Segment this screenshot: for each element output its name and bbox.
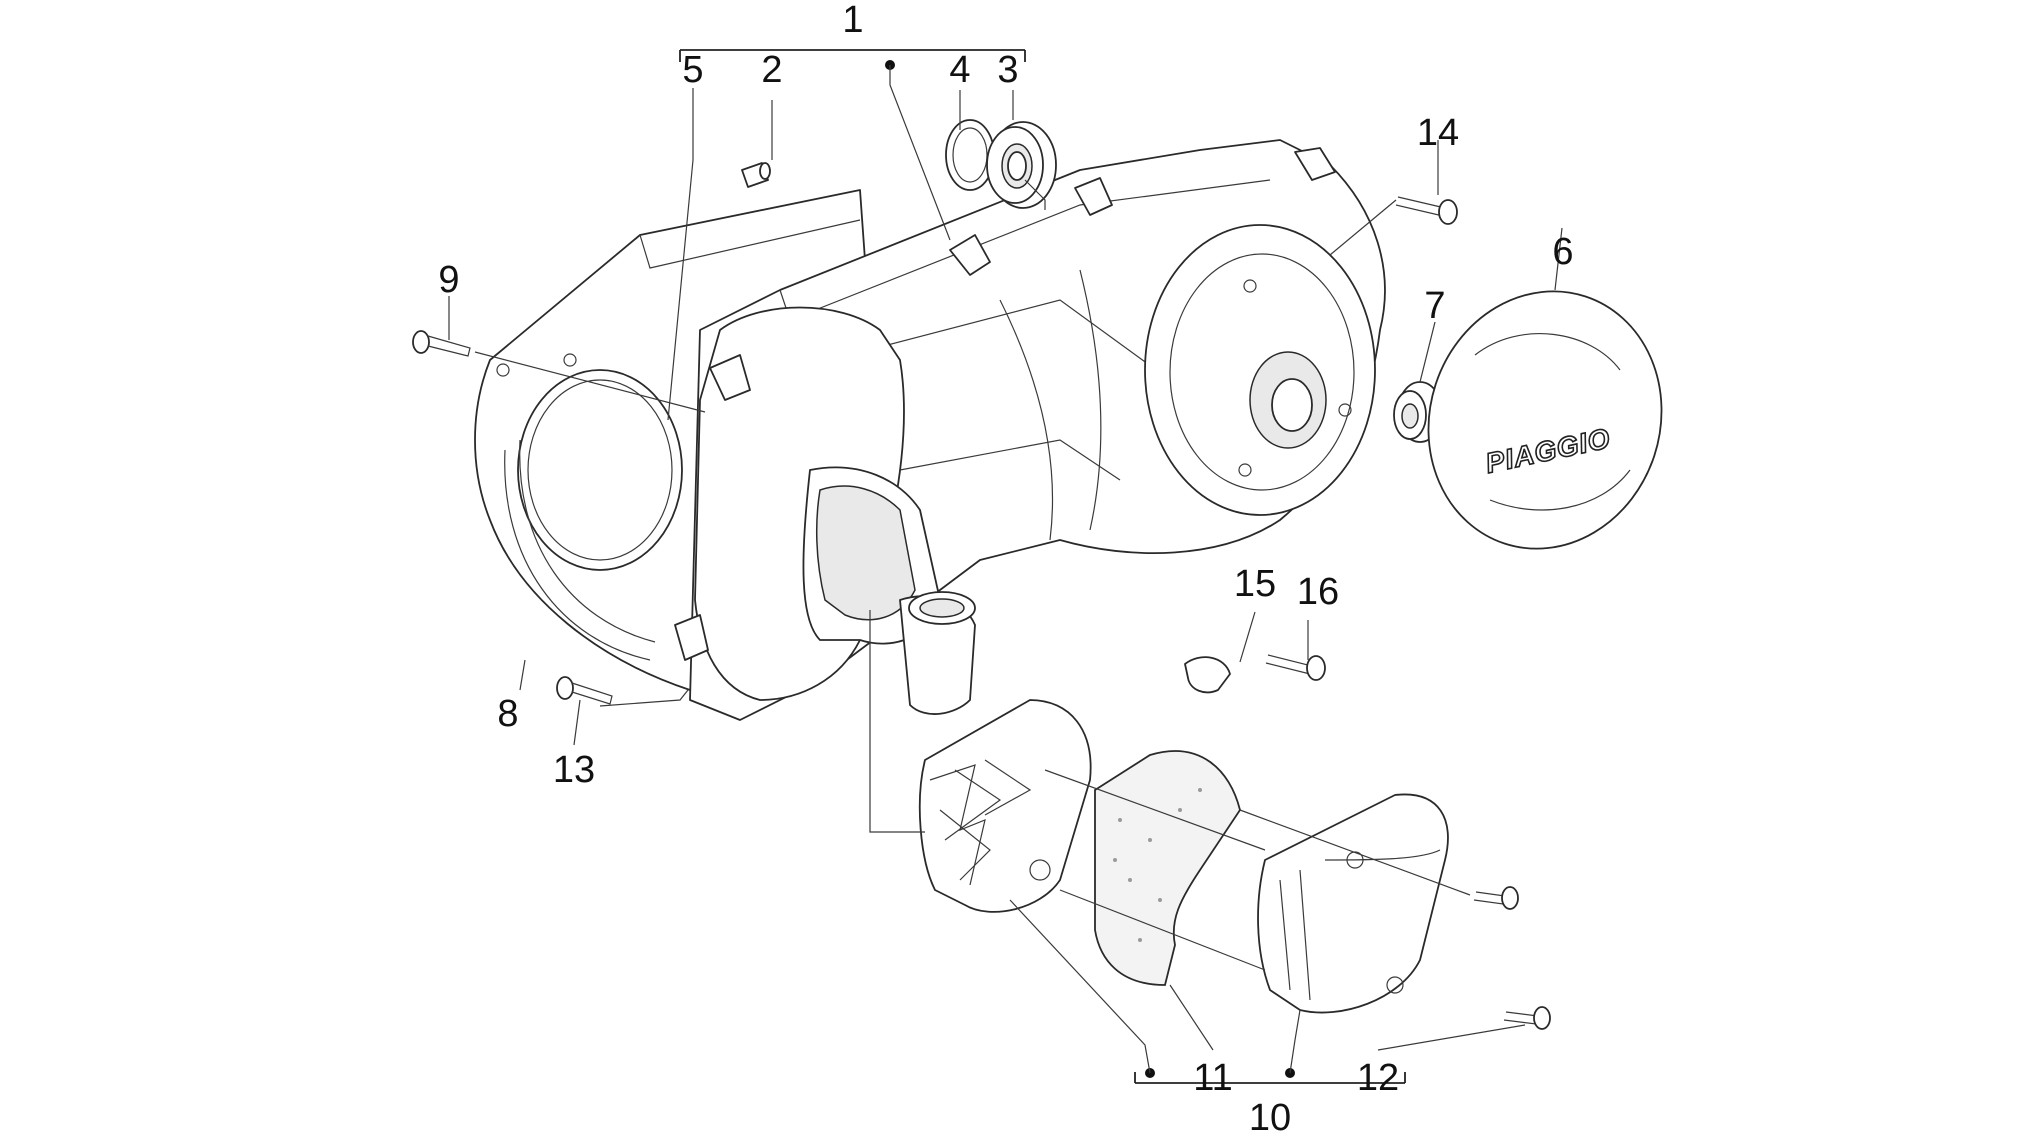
- callout-16: 16: [1297, 571, 1339, 613]
- callout-12: 12: [1357, 1057, 1399, 1099]
- screw-part-14: [1395, 196, 1458, 225]
- callout-6: 6: [1552, 231, 1573, 273]
- callout-1: 1: [842, 0, 863, 41]
- callout-3: 3: [997, 49, 1018, 91]
- callout-15: 15: [1234, 563, 1276, 605]
- callout-11: 11: [1193, 1057, 1232, 1099]
- callout-8: 8: [497, 693, 518, 735]
- callout-2: 2: [761, 49, 782, 91]
- screw-part-16: [1265, 654, 1326, 681]
- callout-13: 13: [553, 749, 595, 791]
- screw-part-12-lower: [1503, 1006, 1551, 1030]
- leader-lines: [448, 49, 1563, 1084]
- callout-9: 9: [438, 259, 459, 301]
- callout-5: 5: [682, 49, 703, 91]
- screw-part-13: [556, 676, 613, 705]
- callout-14: 14: [1417, 112, 1459, 154]
- dowel-pin-part-2: [741, 162, 771, 188]
- callout-labels: 1 2 3 4 5 6 7 8 9 10 11 12 13 14 15 16: [438, 0, 1573, 1139]
- clip-part-15: [1184, 656, 1231, 694]
- bearing-part-3: [986, 121, 1057, 209]
- filter-foam-part-11: [1094, 750, 1241, 986]
- transmission-cover-part-1: [674, 139, 1386, 721]
- callout-7: 7: [1424, 285, 1445, 327]
- callout-4: 4: [949, 49, 970, 91]
- circlip-part-4: [945, 119, 995, 191]
- filter-housing-inner: [918, 699, 1092, 913]
- brand-cap-part-6: PIAGGIO: [1427, 290, 1663, 550]
- callout-10: 10: [1249, 1097, 1291, 1139]
- screw-part-12-upper: [1473, 886, 1519, 910]
- filter-cover-outer: [1257, 793, 1449, 1014]
- screw-part-9: [412, 330, 471, 357]
